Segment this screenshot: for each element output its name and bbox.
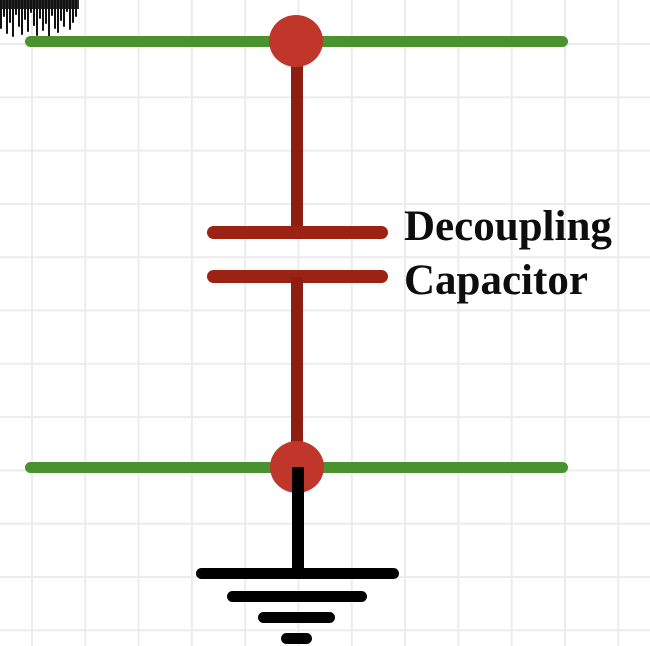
capacitor-lead-bottom (291, 277, 303, 467)
component-label-line2: Capacitor (404, 257, 588, 304)
capacitor-plate-top (207, 226, 388, 239)
component-label-line1: Decoupling (404, 203, 612, 250)
scribble-artifact (0, 0, 79, 37)
ground-bar-3 (258, 612, 335, 623)
capacitor-plate-bottom (207, 270, 388, 283)
ground-bar-2 (227, 591, 367, 602)
component-label: Decoupling Capacitor (404, 200, 612, 308)
ground-bar-4 (281, 633, 312, 644)
junction-dot-top (269, 15, 323, 67)
capacitor-lead-top (291, 41, 303, 233)
ground-bar-1 (196, 568, 399, 579)
ground-lead (292, 467, 304, 573)
